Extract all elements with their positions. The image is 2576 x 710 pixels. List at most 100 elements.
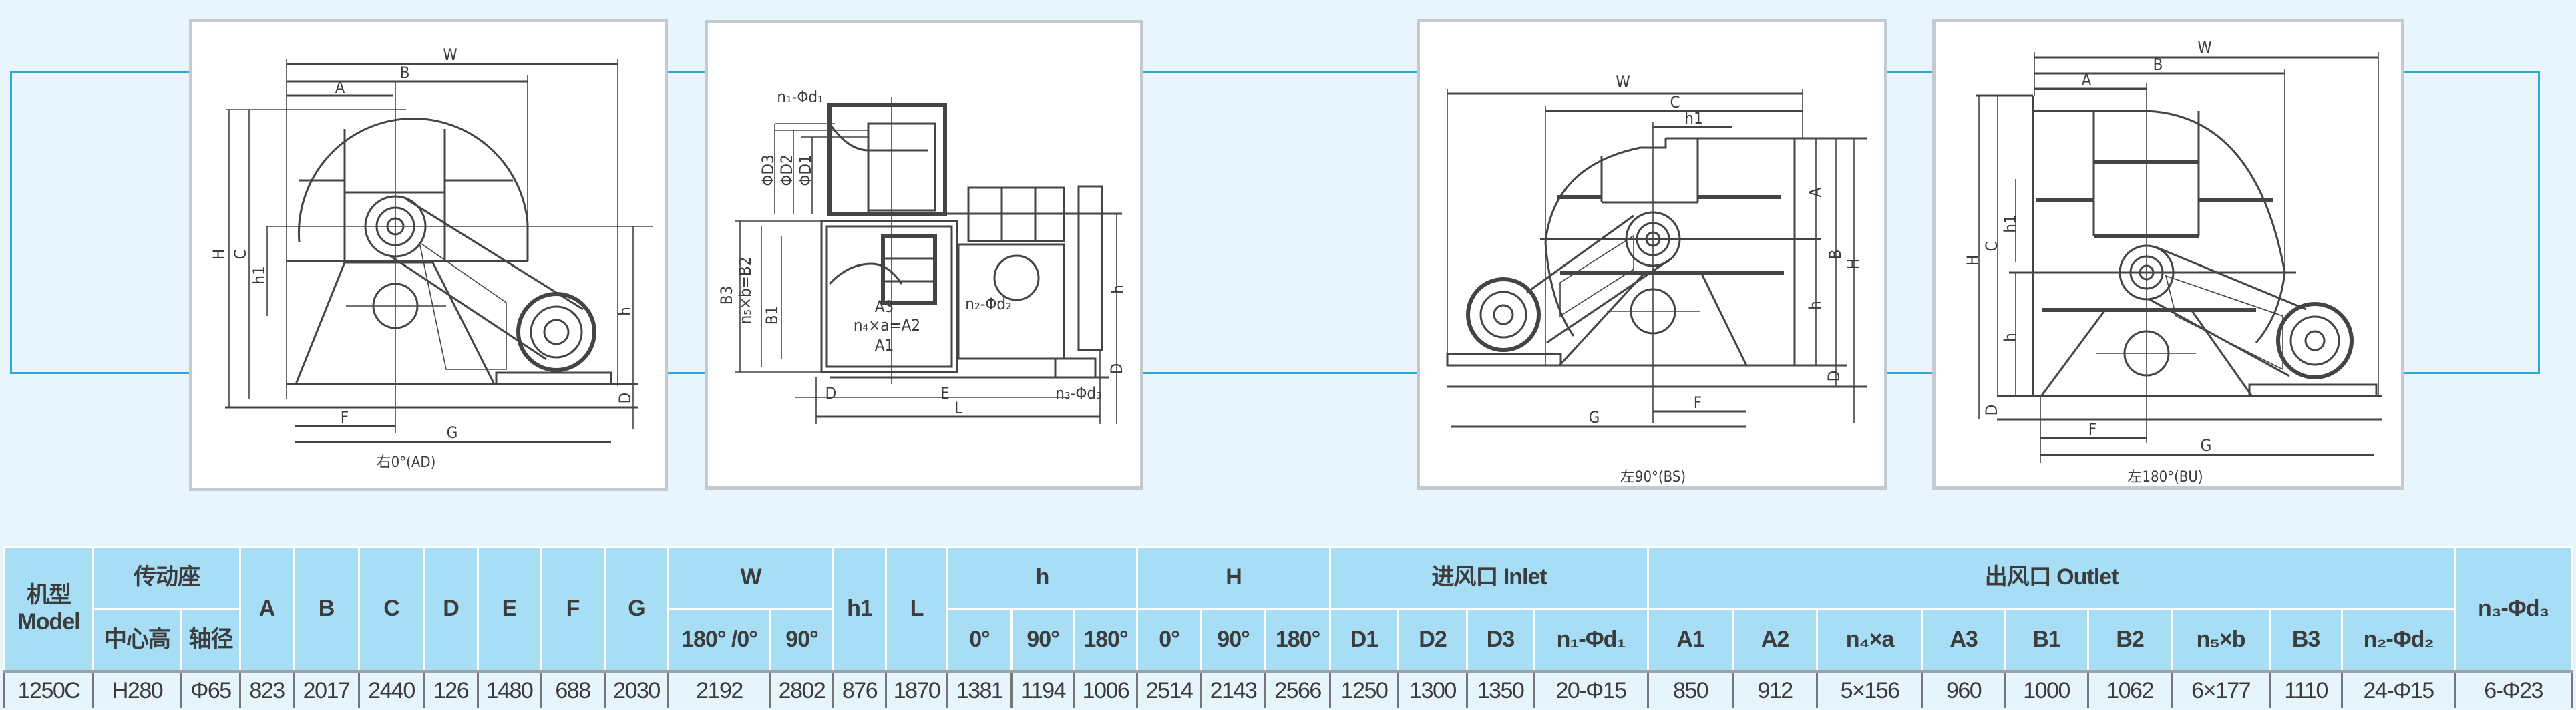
header-outlet: 出风口 Outlet — [1647, 546, 2456, 610]
dim-label-a: A — [1806, 187, 1825, 197]
header-d3: D3 — [1466, 608, 1535, 673]
dim-label-h: h — [1806, 301, 1825, 310]
header-b3: B3 — [2269, 608, 2344, 673]
dim-label-h-upper: H — [210, 249, 228, 260]
fan-drawing-side: n₁-Φd₁ ΦD3 ΦD2 ΦD1 B3 n₅×b=B2 B1 A3 n₄×a… — [717, 87, 1127, 424]
table-cell: 2192 — [667, 670, 771, 708]
header-h-180: 180° — [1073, 608, 1138, 673]
table-cell: 1062 — [2087, 670, 2173, 708]
table-header-row-2: 中心高 轴径 180° /0° 90° 0° 90° 180° 0° 90° 1… — [5, 608, 2572, 673]
dim-label-h: h — [616, 307, 634, 316]
dim-label-e: E — [940, 384, 950, 403]
table-cell: 5×156 — [1816, 670, 1924, 708]
header-h-upper: H — [1135, 546, 1332, 610]
dim-label-f: F — [341, 408, 349, 427]
dim-label-d1: ΦD1 — [796, 154, 815, 186]
header-n4-a: n₄×a — [1816, 608, 1924, 673]
header-w: W — [667, 546, 834, 610]
header-e: E — [477, 546, 542, 673]
header-shaft-dia: 轴径 — [180, 608, 241, 673]
header-n5-b: n₅×b — [2171, 608, 2271, 673]
dim-label-d: D — [616, 393, 634, 404]
header-b2: B2 — [2087, 608, 2173, 673]
header-a: A — [239, 546, 295, 673]
dim-label-h-upper: H — [1844, 258, 1863, 269]
dim-label-c: C — [1982, 241, 2001, 251]
header-a1: A1 — [1647, 608, 1734, 673]
dim-label-w: W — [1616, 73, 1630, 92]
dim-label-n4-a: n₄×a=A2 — [854, 316, 920, 335]
dim-label-d-bottom: D — [825, 384, 837, 403]
dim-label-f: F — [1694, 393, 1702, 412]
header-b1: B1 — [2004, 608, 2090, 673]
dim-label-b: B — [2153, 55, 2163, 74]
header-w-180-0: 180° /0° — [667, 608, 771, 673]
table-cell: 1000 — [2004, 670, 2090, 708]
diagram-side-view: n₁-Φd₁ ΦD3 ΦD2 ΦD1 B3 n₅×b=B2 B1 A3 n₄×a… — [705, 20, 1143, 490]
dim-label-h1: h1 — [1684, 109, 1702, 128]
table-cell: 2802 — [769, 670, 834, 708]
table-cell: 912 — [1732, 670, 1819, 708]
header-n3-d3: n₃-Φd₃ — [2454, 546, 2573, 673]
dim-label-d2: ΦD2 — [777, 154, 796, 186]
dim-label-w: W — [443, 45, 457, 64]
header-H-90: 90° — [1200, 608, 1266, 673]
table-cell: 1250 — [1329, 670, 1400, 708]
header-center-height: 中心高 — [92, 608, 182, 673]
table-cell: 2143 — [1200, 670, 1266, 708]
diagram-right-0-ad: W B A H C h1 h D F G 右0°(AD) — [189, 19, 668, 491]
table-cell: 126 — [423, 670, 479, 708]
table-cell: 2440 — [358, 670, 425, 708]
table-cell: 6-Φ23 — [2454, 670, 2573, 708]
dim-label-a3: A3 — [875, 297, 894, 316]
dim-label-g: G — [1589, 408, 1600, 427]
fan-drawing-90deg: W C h1 A B H h D F G 左90°(BS) — [1446, 73, 1867, 486]
dim-label-l: L — [954, 399, 962, 417]
header-inlet: 进风口 Inlet — [1329, 546, 1650, 610]
bracket-line-mid-a — [668, 71, 705, 374]
dim-label-d: D — [1825, 371, 1843, 382]
dim-label-a: A — [2082, 71, 2092, 90]
header-h-90: 90° — [1010, 608, 1075, 673]
table-cell: 823 — [239, 670, 295, 708]
table-cell: 1006 — [1073, 670, 1138, 708]
dim-label-h: h — [1109, 285, 1127, 294]
table-cell: 1194 — [1010, 670, 1075, 708]
header-a3: A3 — [1921, 608, 2006, 673]
table-cell: 876 — [832, 670, 887, 708]
header-h-lower: h — [946, 546, 1138, 610]
dim-label-b: B — [400, 63, 410, 82]
table-cell: 20-Φ15 — [1533, 670, 1650, 708]
table-cell: 2030 — [604, 670, 669, 708]
dim-label-n1-d1: n₁-Φd₁ — [777, 87, 823, 106]
header-h1: h1 — [832, 546, 887, 673]
diagram-caption: 右0°(AD) — [377, 454, 436, 471]
dim-label-g: G — [447, 423, 458, 442]
header-a2: A2 — [1732, 608, 1819, 673]
diagram-caption: 左90°(BS) — [1620, 469, 1686, 486]
header-b: B — [293, 546, 360, 673]
dim-label-h-upper: H — [1964, 255, 1982, 266]
dim-label-h1: h1 — [2001, 214, 2020, 232]
fan-drawing-0deg: W B A H C h1 h D F G 右0°(AD) — [210, 45, 653, 471]
dim-label-n2-d2: n₂-Φd₂ — [965, 295, 1011, 313]
header-f: F — [540, 546, 606, 673]
header-drive: 传动座 — [92, 546, 241, 610]
table-cell: 1350 — [1466, 670, 1535, 708]
diagram-left-90-bs: W C h1 A B H h D F G 左90°(BS) — [1417, 19, 1887, 490]
header-h-0: 0° — [946, 608, 1013, 673]
header-c: C — [358, 546, 425, 673]
table-cell: 1110 — [2269, 670, 2344, 708]
table-cell: 6×177 — [2171, 670, 2271, 708]
table-cell: 850 — [1647, 670, 1734, 708]
diagram-caption: 左180°(BU) — [2127, 469, 2203, 486]
bracket-line-mid-c — [1887, 71, 1932, 374]
table-cell: 1300 — [1397, 670, 1469, 708]
header-n2-d2: n₂-Φd₂ — [2341, 608, 2456, 673]
header-d: D — [423, 546, 479, 673]
diagram-left-180-bu: W B A H C h1 h D F G 左180°(BU) — [1932, 19, 2404, 490]
